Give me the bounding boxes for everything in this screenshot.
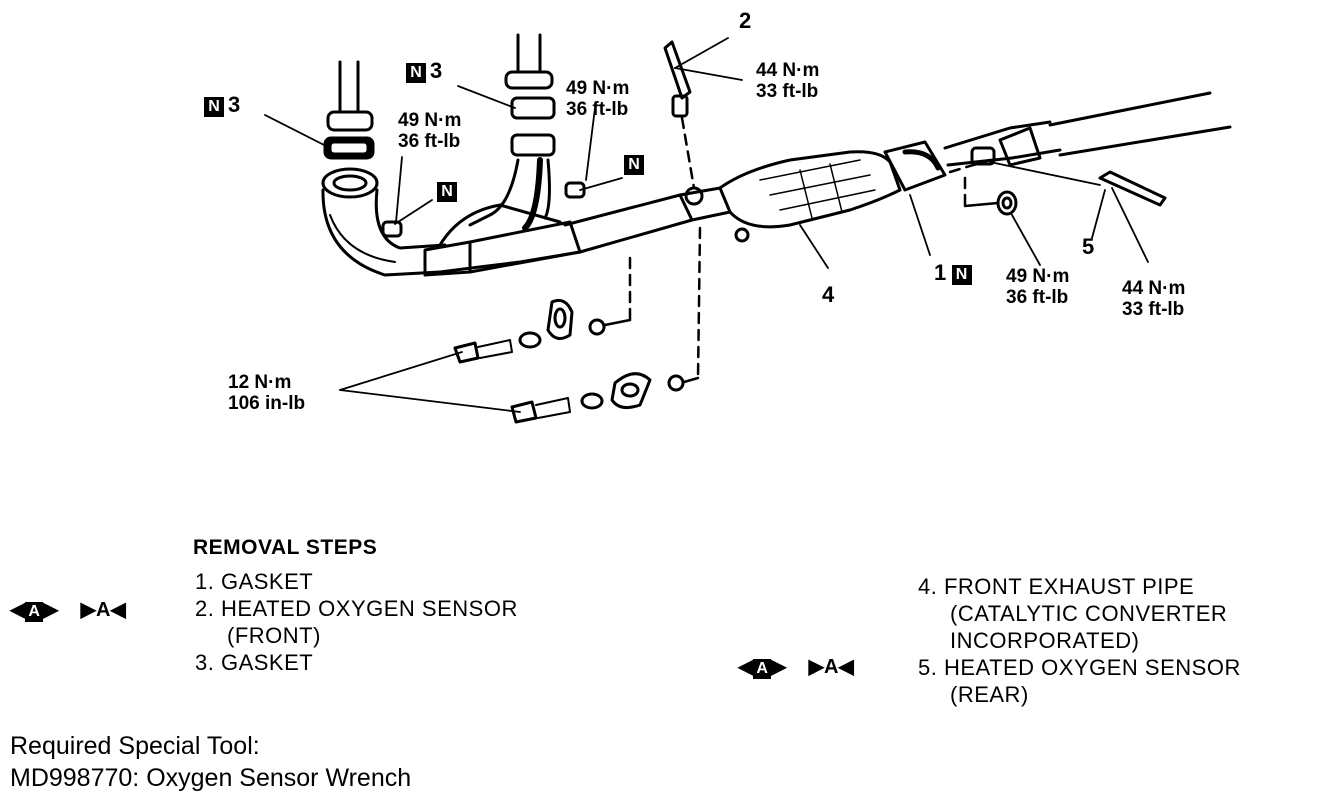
n-badge-icon: N	[406, 62, 426, 83]
n-badge-icon: N	[437, 182, 457, 202]
n-badge-icon: N	[624, 155, 644, 175]
n-badge-icon: N	[951, 264, 972, 285]
exhaust-exploded-diagram	[264, 33, 1232, 424]
rear-oxygen-sensor	[1098, 170, 1167, 207]
nut-left	[381, 220, 403, 238]
front-oxygen-sensor	[663, 40, 692, 118]
catalytic-converter	[718, 150, 902, 229]
rear-flange	[883, 91, 1232, 216]
list-item: 4. FRONT EXHAUST PIPE	[918, 574, 1195, 599]
left-manifold-pipe	[321, 60, 447, 277]
removal-steps-title: REMOVAL STEPS	[193, 536, 378, 559]
callout-2: 2	[739, 8, 752, 33]
list-item: 1. GASKET	[195, 569, 314, 594]
n-badge-icon: N	[204, 96, 224, 117]
list-item: 2. HEATED OXYGEN SENSOR	[195, 596, 518, 621]
torque-flange-middle: 49 N·m 36 ft-lb	[566, 78, 630, 120]
torque-sensor-rear: 44 N·m 33 ft-lb	[1122, 278, 1186, 320]
torque-flange-rear: 49 N·m 36 ft-lb	[1006, 266, 1070, 308]
torque-bolts: 12 N·m 106 in-lb	[228, 372, 306, 414]
service-symbols-left: ◀A▶ ▶A◀	[10, 597, 126, 622]
installation-arrow-icon: ▶A◀	[808, 656, 854, 678]
hanger-lower	[510, 372, 685, 424]
installation-arrow-icon: ▶A◀	[80, 599, 126, 621]
list-item: (FRONT)	[227, 623, 321, 648]
list-item: (CATALYTIC CONVERTER	[950, 601, 1228, 626]
list-item: (REAR)	[950, 682, 1029, 707]
service-symbols-right: ◀A▶ ▶A◀	[738, 654, 854, 679]
hanger-upper	[453, 298, 606, 364]
torque-sensor-front: 44 N·m 33 ft-lb	[756, 60, 820, 102]
removal-arrow-icon: ◀A▶	[10, 599, 59, 622]
removal-steps-right: 4. FRONT EXHAUST PIPE (CATALYTIC CONVERT…	[918, 573, 1241, 708]
callout-4: 4	[822, 282, 835, 307]
special-tool-heading: Required Special Tool:	[10, 732, 260, 760]
removal-arrow-icon: ◀A▶	[738, 656, 787, 679]
removal-steps-left: 1. GASKET 2. HEATED OXYGEN SENSOR (FRONT…	[195, 568, 518, 676]
special-tool-name: MD998770: Oxygen Sensor Wrench	[10, 764, 412, 792]
nut-middle	[564, 181, 586, 199]
torque-flange-left: 49 N·m 36 ft-lb	[398, 110, 462, 152]
list-item: 3. GASKET	[195, 650, 314, 675]
callout-1: 1 N	[934, 262, 976, 285]
list-item: 5. HEATED OXYGEN SENSOR	[918, 655, 1241, 680]
middle-manifold-pipe	[468, 33, 556, 231]
callout-5: 5	[1082, 234, 1095, 259]
list-item: INCORPORATED)	[950, 628, 1140, 653]
